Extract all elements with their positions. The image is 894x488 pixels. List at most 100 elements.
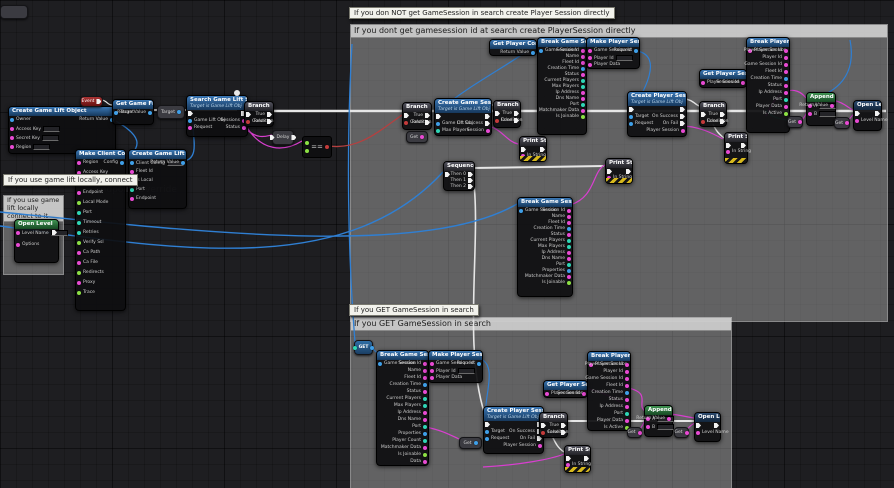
- Then 1-pin[interactable]: [468, 178, 473, 183]
- Return Value-pin[interactable]: [830, 103, 834, 108]
- out-pin[interactable]: [176, 110, 181, 114]
- True-pin[interactable]: [720, 112, 725, 117]
- node-equals[interactable]: ==: [302, 136, 332, 158]
- Ip Address-pin[interactable]: [581, 90, 585, 95]
- Player Count-pin[interactable]: [423, 438, 427, 443]
- exec-pin[interactable]: [741, 143, 746, 148]
- Game Session Id-pin[interactable]: [784, 62, 788, 67]
- Fleet Id-pin[interactable]: [784, 69, 788, 74]
- Level Name-pin[interactable]: [696, 430, 700, 435]
- True-pin[interactable]: [561, 423, 566, 428]
- node-get-game-flags[interactable]: Get Game FlagsTargetReturn Value: [112, 99, 154, 125]
- exec-pin[interactable]: [875, 111, 880, 116]
- In String-pin[interactable]: [521, 153, 525, 158]
- Session Id-pin[interactable]: [423, 361, 427, 366]
- exec-pin[interactable]: [485, 422, 490, 427]
- op-pin[interactable]: [305, 141, 309, 145]
- Status-pin[interactable]: [784, 83, 788, 88]
- Fleet Id-pin[interactable]: [130, 169, 134, 174]
- Access Key-pin[interactable]: [10, 127, 14, 131]
- Owner-pin[interactable]: [10, 117, 14, 122]
- node-get-pill-2[interactable]: Get: [406, 131, 428, 143]
- comment-header[interactable]: If you GET GameSession in search: [351, 318, 731, 331]
- node-make-player-session-request[interactable]: Make Player Session RequestGame Session …: [586, 37, 640, 69]
- Is Joinable-pin[interactable]: [567, 280, 571, 285]
- Session Id-pin[interactable]: [581, 48, 585, 53]
- pin-value-field[interactable]: [457, 368, 475, 374]
- exec-pin[interactable]: [188, 111, 193, 116]
- A-pin[interactable]: [808, 104, 812, 108]
- Fleet Id-pin[interactable]: [423, 375, 427, 380]
- node-make-player-session-request-2[interactable]: Make Player Session RequestGame Session …: [428, 350, 483, 383]
- Is Joinable-pin[interactable]: [581, 114, 585, 119]
- exec-pin[interactable]: [584, 456, 589, 461]
- Condition-pin[interactable]: [404, 120, 408, 125]
- Session-pin[interactable]: [486, 128, 490, 133]
- out-pin[interactable]: [473, 441, 478, 445]
- exec-pin[interactable]: [626, 169, 631, 174]
- node-event-init[interactable]: Event: [80, 96, 103, 107]
- Request-pin[interactable]: [477, 361, 481, 366]
- Current Players-pin[interactable]: [423, 396, 427, 401]
- Status-pin[interactable]: [567, 232, 571, 237]
- Creation Time-pin[interactable]: [581, 66, 585, 71]
- pin-value-field[interactable]: [43, 126, 60, 132]
- node-get-array[interactable]: GET: [352, 340, 375, 355]
- node-create-player-session[interactable]: Create Player SessionTarget is Game Lift…: [627, 91, 687, 137]
- Client Config-pin[interactable]: [130, 161, 134, 165]
- node-target-pill[interactable]: Target: [157, 105, 185, 119]
- Local Mode-pin[interactable]: [77, 200, 81, 205]
- Region-pin[interactable]: [77, 160, 81, 165]
- Player Id-pin[interactable]: [588, 56, 592, 60]
- exec-pin[interactable]: [607, 169, 612, 174]
- Game Session Id-pin[interactable]: [625, 376, 629, 381]
- B-pin[interactable]: [646, 425, 650, 429]
- Is Active-pin[interactable]: [784, 111, 788, 116]
- Then 2-pin[interactable]: [468, 184, 473, 189]
- Port-pin[interactable]: [784, 97, 788, 102]
- node-print-string-1[interactable]: Print StringIn String: [519, 136, 547, 162]
- False-pin[interactable]: [561, 430, 566, 435]
- Port-pin[interactable]: [77, 210, 81, 215]
- Matchmaker Data-pin[interactable]: [423, 445, 427, 450]
- Config-pin[interactable]: [120, 160, 124, 165]
- node-get-pill-6[interactable]: Get: [627, 427, 642, 438]
- Player Data-pin[interactable]: [625, 418, 629, 423]
- out-pin[interactable]: [291, 135, 297, 140]
- Matchmaker Data-pin[interactable]: [581, 108, 585, 113]
- Redirects-pin[interactable]: [77, 270, 81, 275]
- Session Id-pin[interactable]: [741, 80, 745, 85]
- On Fail-pin[interactable]: [680, 121, 685, 126]
- Creation Time-pin[interactable]: [567, 226, 571, 231]
- pin-value-field[interactable]: [819, 111, 837, 117]
- Condition-pin[interactable]: [701, 119, 705, 124]
- node-search-sessions[interactable]: Search Game Lift SessionsTarget is Game …: [186, 95, 248, 137]
- False-pin[interactable]: [267, 119, 272, 124]
- node-get-pill-7[interactable]: Get: [674, 427, 689, 438]
- Proxy-pin[interactable]: [77, 280, 81, 285]
- exec-pin[interactable]: [541, 423, 546, 428]
- comment-header[interactable]: If you dont get gamesession id at search…: [351, 25, 887, 38]
- Return Value-pin[interactable]: [148, 110, 152, 115]
- On Success-pin[interactable]: [485, 121, 490, 126]
- exec-pin[interactable]: [726, 143, 731, 148]
- out-pin[interactable]: [798, 120, 803, 124]
- Max Players-pin[interactable]: [436, 128, 440, 133]
- True-pin[interactable]: [267, 112, 272, 117]
- Port-pin[interactable]: [581, 102, 585, 107]
- In String-pin[interactable]: [566, 462, 570, 467]
- exec-pin[interactable]: [714, 423, 719, 428]
- out-pin[interactable]: [96, 99, 102, 104]
- Status-pin[interactable]: [581, 72, 585, 77]
- pin-value-field[interactable]: [615, 55, 633, 61]
- node-create-player-session-2[interactable]: Create Player SessionTarget is Game Lift…: [483, 406, 544, 454]
- out-pin[interactable]: [420, 135, 425, 139]
